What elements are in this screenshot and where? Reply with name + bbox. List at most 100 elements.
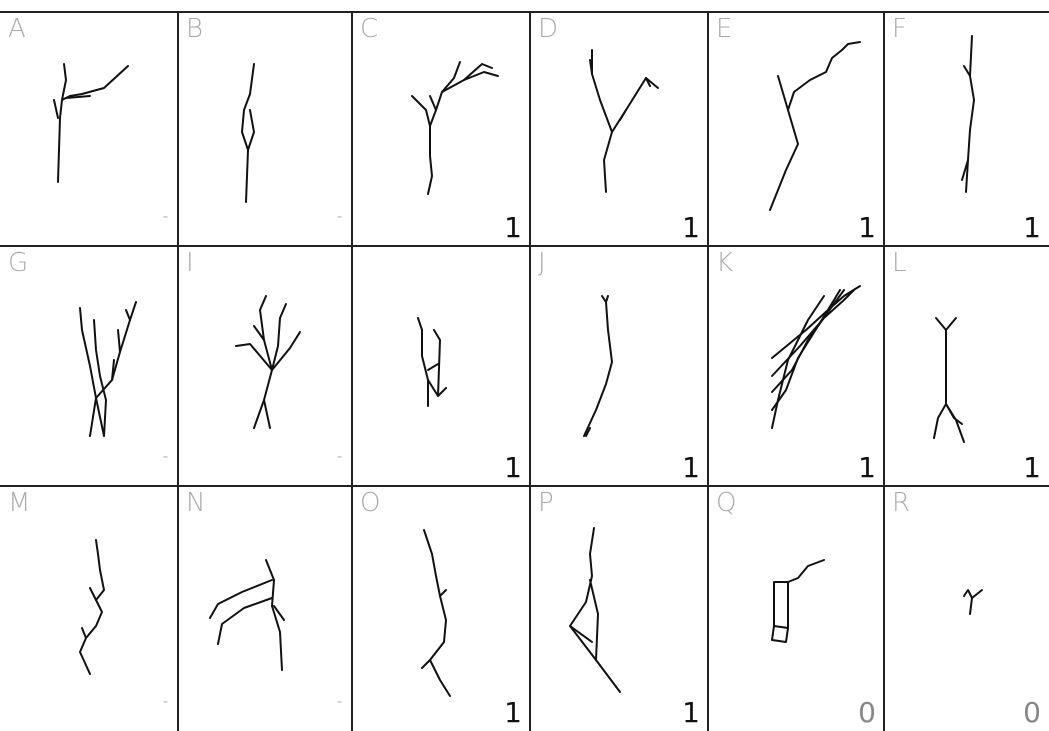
cell-count-label: 1 [1023, 214, 1041, 242]
cell-letter-label: P [538, 490, 554, 516]
cell-letter-label: G [8, 250, 28, 276]
cell-letter-label: I [186, 250, 194, 276]
sketch-stroke [90, 588, 96, 600]
cell-count-label: 0 [1023, 699, 1041, 727]
sketch-stroke [592, 50, 612, 192]
sketch-stroke [934, 330, 946, 438]
sketch-stroke [788, 42, 860, 110]
cell-p: P1 [530, 486, 708, 731]
cell-a: A- [0, 12, 178, 246]
ridge-sketch [884, 486, 1049, 731]
ridge-sketch [708, 486, 884, 731]
cell-count-label: 1 [504, 699, 522, 727]
sketch-stroke [254, 296, 272, 428]
cell-letter-label: A [8, 16, 26, 42]
sketch-stroke [412, 96, 432, 194]
sketch-stroke [570, 528, 620, 692]
cell-letter-label: C [360, 16, 378, 42]
cell-count-label: 1 [1023, 454, 1041, 482]
cell-count-label: 1 [504, 214, 522, 242]
ridge-sketch [708, 246, 884, 486]
cell-letter-label: N [186, 490, 205, 516]
sketch-stroke [424, 530, 450, 696]
sketch-stroke [770, 76, 798, 210]
cell-letter-label: L [892, 250, 907, 276]
sketch-stroke [464, 64, 492, 80]
cell-n: N- [178, 486, 352, 731]
sketch-stroke [80, 540, 104, 674]
cell-i: I- [178, 246, 352, 486]
cell-letter-label: E [716, 16, 732, 42]
sketch-stroke [264, 400, 270, 428]
cell-b: B- [178, 12, 352, 246]
sketch-stroke [430, 62, 460, 126]
cell-count-label: - [337, 450, 342, 464]
sketch-stroke [126, 310, 130, 320]
cell-letter-label: K [716, 250, 733, 276]
ridge-sketch [0, 12, 178, 246]
sketch-stroke [964, 66, 970, 76]
sketch-stroke [96, 398, 104, 436]
sketch-stroke [946, 404, 962, 424]
cell-count-label: 1 [682, 454, 700, 482]
cell-count-label: 1 [858, 454, 876, 482]
cell-count-label: 1 [682, 699, 700, 727]
cell-r: R0 [884, 486, 1049, 731]
cell-count-label: 1 [858, 214, 876, 242]
ridge-sketch [178, 246, 352, 486]
sketch-stroke [418, 318, 428, 406]
cell-count-label: - [337, 695, 342, 709]
sketch-stroke [210, 580, 272, 618]
ridge-sketch [530, 486, 708, 731]
sketch-stroke [774, 582, 788, 628]
sketch-stroke [430, 96, 436, 110]
sketch-stroke [428, 380, 446, 396]
sketch-stroke [440, 590, 446, 596]
sketch-stroke [964, 590, 972, 614]
cell-count-label: - [337, 210, 342, 224]
sketch-stroke [788, 560, 824, 582]
ridge-sketch [884, 246, 1049, 486]
sketch-stroke [434, 330, 440, 396]
sketch-stroke [936, 318, 956, 330]
ridge-sketch [530, 246, 708, 486]
cell-letter-label: M [8, 490, 30, 516]
cell-count-label: 0 [858, 699, 876, 727]
sketch-stroke [54, 100, 58, 118]
cell-count-label: - [163, 450, 168, 464]
cell-letter-label: R [892, 490, 910, 516]
ridge-sketch [0, 246, 178, 486]
ridge-sketch [352, 246, 530, 486]
cell-count-label: 1 [682, 214, 700, 242]
sketch-stroke [772, 296, 824, 428]
cell-letter-label: F [892, 16, 907, 42]
sketch-stroke [422, 660, 430, 668]
sketch-stroke [62, 64, 66, 100]
sketch-stroke [602, 296, 606, 302]
cell-g: G- [0, 246, 178, 486]
sketch-stroke [972, 590, 982, 598]
sketch-stroke [248, 110, 254, 150]
sketch-stroke [218, 598, 272, 644]
cell-letter-label: D [538, 16, 558, 42]
ridge-sketch [178, 486, 352, 731]
sketch-stroke [612, 78, 650, 132]
sketch-stroke [58, 66, 128, 182]
sketch-stroke [82, 628, 86, 638]
ridge-sketch [0, 486, 178, 731]
ridge-sketch [352, 486, 530, 731]
cell-count-label: - [163, 210, 168, 224]
cell-blank: 1 [352, 246, 530, 486]
cell-letter-label: Q [716, 490, 736, 516]
cell-m: M- [0, 486, 178, 731]
